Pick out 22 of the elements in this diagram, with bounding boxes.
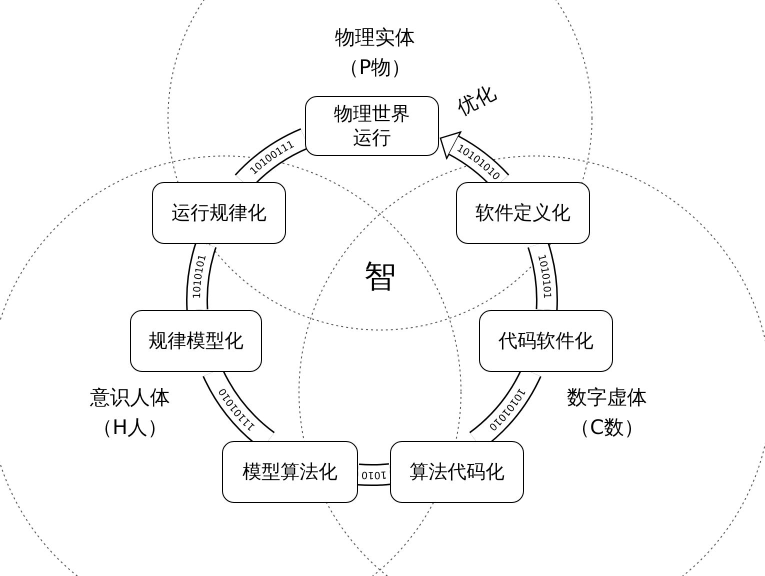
binary-band-connector [358, 463, 391, 486]
box-label: 运行规律化 [172, 201, 266, 225]
binary-band-connector [186, 241, 217, 310]
box-label: 算法代码化 [410, 460, 504, 484]
binary-band-connector [527, 241, 558, 310]
process-box [152, 182, 286, 244]
binary-text: 1010 [361, 468, 388, 481]
center-label: 智 [363, 256, 397, 297]
process-box [390, 441, 524, 503]
process-box [130, 310, 262, 372]
process-box [305, 96, 439, 156]
process-box [479, 310, 613, 372]
region-label: 物理实体（P物） [334, 24, 416, 81]
process-box [222, 441, 358, 503]
region-label: 数字虚体（C数） [566, 384, 648, 441]
box-label: 软件定义化 [476, 201, 570, 225]
box-label: 模型算法化 [242, 460, 338, 484]
process-box [456, 182, 590, 244]
box-label: 物理世界运行 [333, 102, 411, 150]
box-label: 规律模型化 [148, 329, 244, 353]
box-label: 代码软件化 [498, 329, 594, 353]
region-label: 意识人体（H人） [89, 384, 171, 441]
